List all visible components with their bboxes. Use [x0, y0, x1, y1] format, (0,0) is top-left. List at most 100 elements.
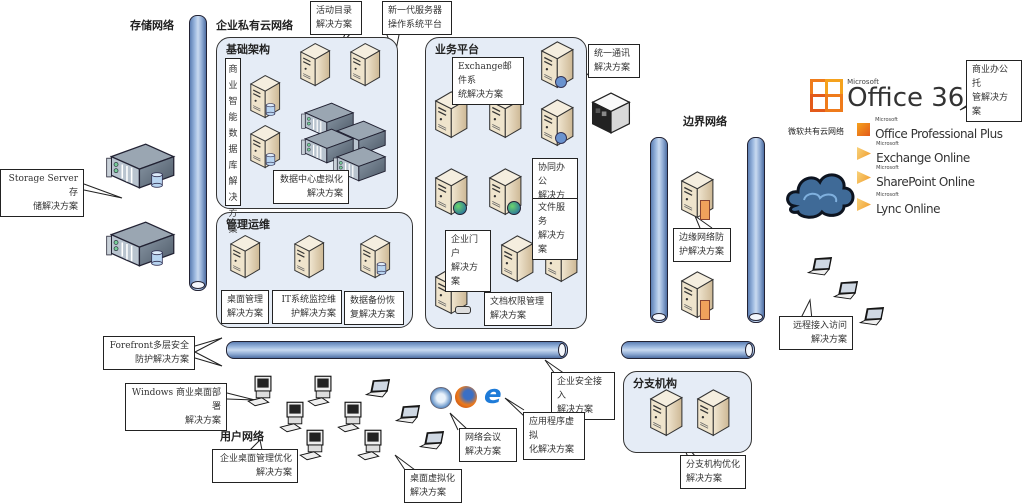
callout-line: 文档权限管理 [490, 297, 545, 307]
user-icon [555, 76, 567, 88]
callout-datacenter-virtualization: 数据中心虚拟化解决方案 [273, 170, 349, 204]
vendor-label: Microsoft [875, 117, 898, 123]
online-service-icon [857, 198, 871, 211]
callout-line: 护解决方案 [679, 247, 725, 257]
callout-desktop-virtualization: 桌面虚拟化解决方案 [404, 469, 462, 503]
callout-line: 解决方案 [538, 231, 566, 255]
callout-line: 桌面管理 [227, 295, 264, 305]
callout-line: 边缘网络防 [679, 233, 725, 243]
public-cloud-title: 微软共有云网络 [788, 127, 844, 136]
callout-line: 解决方案 [810, 335, 847, 345]
callout-line: 复解决方案 [350, 310, 396, 320]
callout-line: 商业办公托 [972, 65, 1009, 89]
callout-bi-database: 商业智能数据库解决方案 [225, 58, 241, 235]
callout-line: 应用程序虚拟 [529, 417, 575, 441]
directory-server-icon [296, 40, 332, 88]
callout-hosted-office: 商业办公托管解决方案 [966, 60, 1022, 122]
branch-server-icon [645, 386, 685, 438]
laptop-icon [364, 378, 394, 402]
desktop-pc-icon [246, 374, 280, 408]
callout-line: 企业安全接入 [557, 377, 603, 401]
callout-line: 协同办公 [538, 163, 566, 187]
internet-explorer-icon: e [484, 380, 502, 410]
branch-network-pipe [621, 341, 755, 359]
callout-line: 化解决方案 [529, 445, 575, 455]
database-icon [265, 153, 276, 166]
callout-line: Exchange邮件系 [458, 62, 512, 86]
database-icon [265, 103, 276, 116]
globe-icon [453, 201, 467, 215]
vendor-label: Microsoft [876, 141, 899, 147]
callout-line: 网络会议 [465, 433, 502, 443]
callout-line: 解决方案 [465, 447, 502, 457]
user-network-pipe [226, 341, 568, 359]
perimeter-network-title: 边界网络 [683, 115, 727, 128]
laptop-icon [394, 404, 424, 428]
office365-name: Office 365 [847, 83, 981, 113]
product-name: Exchange Online [876, 151, 970, 165]
callout-enterprise-portal: 企业门户解决方案 [445, 230, 491, 292]
callout-line: Storage Server存 [8, 174, 78, 198]
callout-line: 解决方案 [490, 311, 527, 321]
perimeter-inner-pipe [650, 137, 668, 323]
management-group-title: 管理运维 [226, 218, 270, 231]
private-cloud-title: 企业私有云网络 [216, 19, 293, 32]
callout-edge-protection: 边缘网络防护解决方案 [673, 228, 731, 262]
callout-line: 分支机构优化 [686, 460, 741, 470]
callout-web-conference: 网络会议解决方案 [459, 428, 517, 462]
office-logo-icon [857, 123, 870, 136]
callout-file-service: 文件服务解决方案 [532, 198, 578, 260]
storage-network-pipe [189, 15, 207, 291]
callout-line: 统一通讯 [594, 49, 631, 59]
callout-exchange: Exchange邮件系统解决方案 [452, 57, 524, 105]
edge-server-icon [676, 168, 716, 220]
product-name: SharePoint Online [876, 175, 975, 189]
database-icon [150, 172, 164, 188]
firewall-icon [700, 200, 710, 220]
callout-line: 解决方案 [316, 20, 353, 30]
callout-forefront: Forefront多层安全防护解决方案 [103, 336, 195, 370]
callout-line: 解决方案 [184, 416, 221, 426]
callout-storage-server: Storage Server存储解决方案 [0, 169, 84, 217]
callout-line: 解决方案 [227, 309, 264, 319]
laptop-icon [858, 306, 888, 330]
callout-line: 新一代服务器 [388, 6, 443, 16]
callout-line: 数据备份恢 [350, 296, 396, 306]
bi-server-icon [246, 122, 282, 170]
callout-line: IT系统监控维 [281, 295, 336, 305]
callout-line: 企业桌面管理优化 [219, 454, 292, 464]
cloud-icon [786, 173, 855, 219]
callout-unified-comm: 统一通讯解决方案 [588, 44, 640, 78]
vendor-label: Microsoft [876, 192, 899, 198]
communications-appliance-icon [591, 92, 631, 134]
callout-line: Windows 商业桌面部署 [131, 388, 221, 412]
product-name: Lync Online [876, 202, 941, 216]
business-platform-group-title: 业务平台 [435, 43, 479, 56]
database-icon [376, 262, 387, 275]
callout-line: 解决方案 [594, 63, 631, 73]
callout-line: 企业门户 [451, 235, 479, 259]
callout-line: 活动目录 [316, 6, 353, 16]
callout-rights-mgmt: 文档权限管理解决方案 [484, 292, 552, 326]
perimeter-outer-pipe [747, 137, 765, 323]
os-server-icon [346, 40, 382, 88]
storage-server-icon [102, 216, 180, 272]
storage-network-title: 存储网络 [130, 19, 174, 32]
laptop-icon [806, 256, 836, 280]
desktop-pc-icon [298, 428, 332, 462]
product-name: Office Professional Plus [875, 127, 1003, 141]
monitoring-server-icon [290, 232, 326, 280]
callout-line: 解决方案 [306, 189, 343, 199]
safari-icon [430, 387, 452, 409]
callout-windows-desktop: Windows 商业桌面部署解决方案 [125, 383, 227, 431]
callout-line: 管解决方案 [972, 93, 1009, 117]
user-icon [555, 132, 567, 144]
file-server-icon [496, 232, 536, 284]
callout-line: 文件服务 [538, 203, 566, 227]
laptop-icon [832, 280, 862, 304]
database-icon [150, 250, 164, 266]
